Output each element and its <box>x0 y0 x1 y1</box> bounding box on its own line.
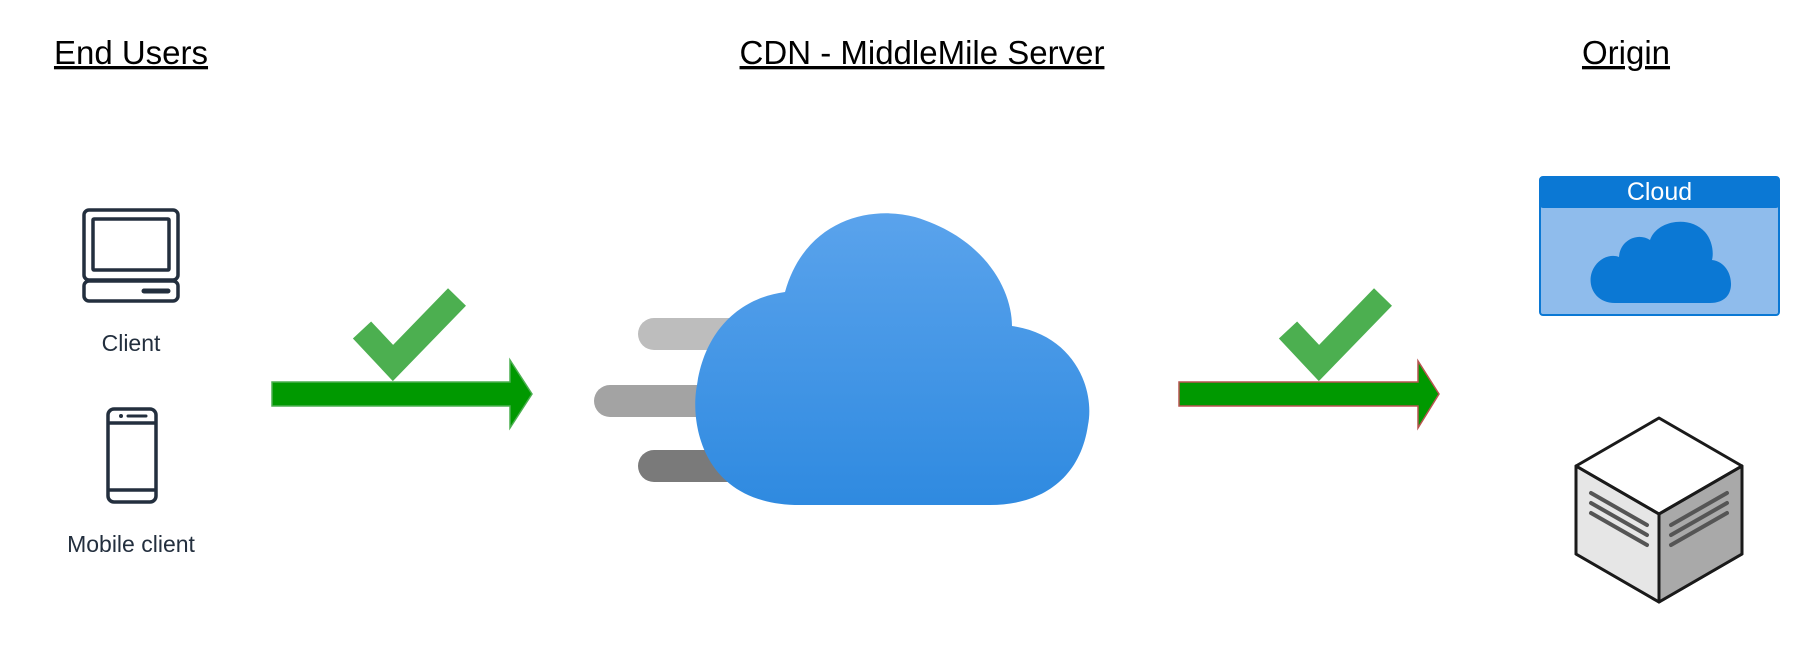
client-label: Client <box>102 330 161 356</box>
heading-end-users: End Users <box>54 34 208 71</box>
flow-arrow-users-to-cdn <box>271 357 533 431</box>
cloud-origin-box: Cloud <box>1539 176 1780 316</box>
flow-arrow-cdn-to-origin <box>1178 358 1440 431</box>
heading-cdn: CDN - MiddleMile Server <box>740 34 1105 71</box>
mobile-client-label: Mobile client <box>67 531 195 557</box>
fast-cloud-icon <box>594 213 1090 505</box>
check-mark-icon <box>1278 288 1392 382</box>
check-mark-icon <box>352 288 466 382</box>
cloud-icon <box>1590 221 1732 303</box>
mobile-phone-icon <box>106 407 158 504</box>
desktop-computer-icon <box>82 208 180 303</box>
server-cube-icon <box>1574 416 1744 604</box>
cloud-box-title: Cloud <box>1627 178 1692 206</box>
heading-origin: Origin <box>1582 34 1670 71</box>
